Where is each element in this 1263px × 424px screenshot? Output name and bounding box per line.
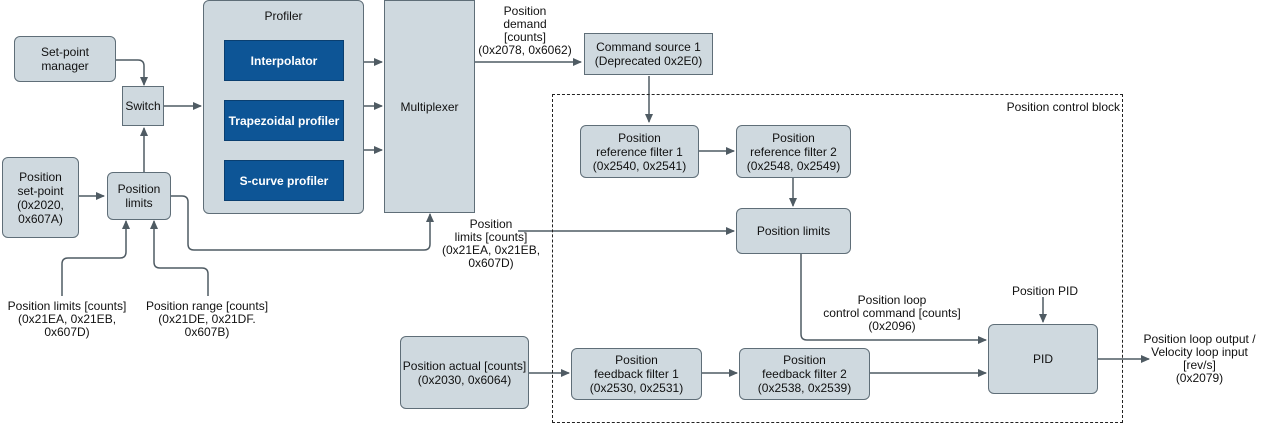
switch-block: Switch	[122, 86, 164, 126]
feedback-filter-2-block: Position feedback filter 2 (0x2538, 0x25…	[739, 348, 870, 400]
reference-filter-1-block: Position reference filter 1 (0x2540, 0x2…	[580, 125, 699, 178]
position-limits-counts-mid-label: Position limits [counts] (0x21EA, 0x21EB…	[441, 217, 541, 270]
interpolator-block: Interpolator	[224, 40, 344, 81]
wire-limits-to-pid	[800, 254, 987, 344]
position-limits-right-block: Position limits	[736, 208, 851, 254]
pid-block: PID	[988, 324, 1098, 394]
position-limits-counts-bottom-label: Position limits [counts] (0x21EA, 0x21EB…	[7, 299, 127, 339]
setpoint-manager-block: Set-point manager	[14, 36, 116, 82]
position-actual-block: Position actual [counts] (0x2030, 0x6064…	[400, 336, 529, 409]
position-control-block-title: Position control block	[1006, 100, 1120, 114]
profiler-title: Profiler	[264, 9, 303, 23]
position-demand-label: Position demand [counts] (0x2078, 0x6062…	[478, 4, 572, 57]
multiplexer-block: Multiplexer	[384, 0, 475, 213]
scurve-profiler-block: S-curve profiler	[224, 160, 344, 201]
position-limits-left-block: Position limits	[107, 172, 171, 220]
trapezoidal-profiler-block: Trapezoidal profiler	[224, 100, 344, 141]
wire-setpoint-manager-to-switch	[115, 59, 148, 86]
reference-filter-2-block: Position reference filter 2 (0x2548, 0x2…	[736, 125, 851, 178]
position-control-block	[552, 94, 1123, 423]
position-range-counts-label: Position range [counts] (0x21DE, 0x21DF.…	[145, 299, 269, 339]
wire-range-to-limits	[150, 220, 209, 296]
command-source-block: Command source 1 (Deprecated 0x2E0)	[584, 33, 713, 75]
position-loop-output-label: Position loop output / Velocity loop inp…	[1143, 332, 1256, 385]
position-pid-label: Position PID	[1011, 284, 1079, 298]
wire-limits-counts-to-limits	[61, 220, 130, 296]
position-loop-command-label: Position loop control command [counts] (…	[823, 293, 961, 333]
position-setpoint-block: Position set-point (0x2020, 0x607A)	[2, 157, 79, 238]
feedback-filter-1-block: Position feedback filter 1 (0x2530, 0x25…	[571, 348, 702, 400]
wire-limits-to-mux	[171, 195, 434, 251]
